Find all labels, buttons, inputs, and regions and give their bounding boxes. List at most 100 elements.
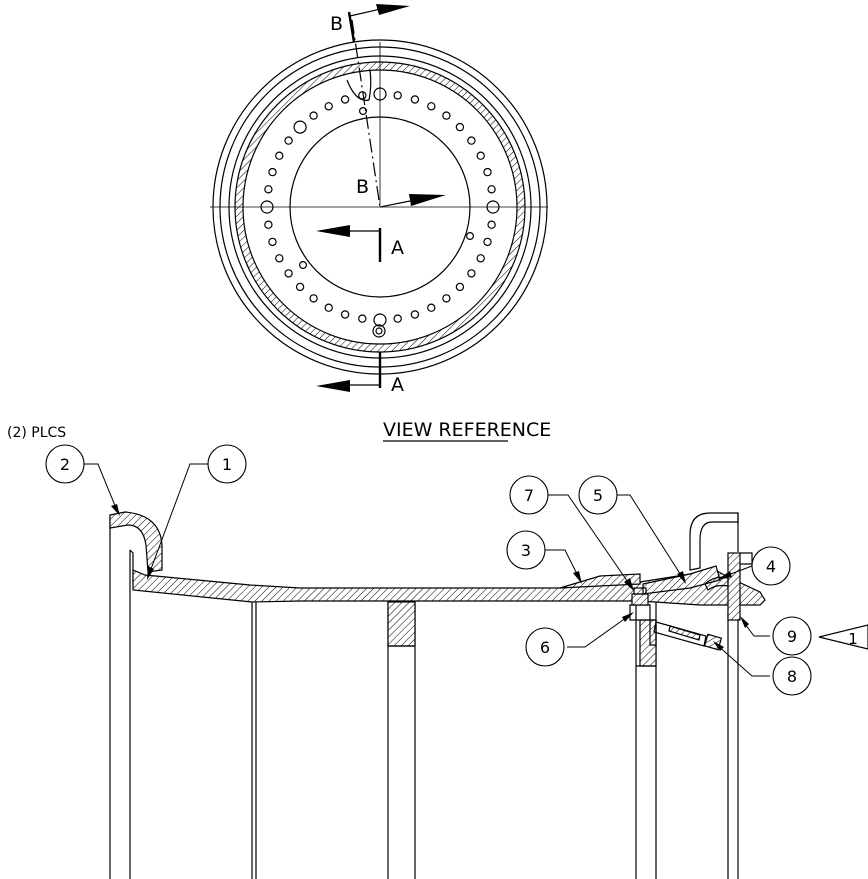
valve-body [629, 604, 657, 646]
leader-1-arrow [147, 566, 154, 580]
bolt-hole [467, 136, 476, 145]
right-rib-block [639, 619, 657, 667]
balloon-2: 2 [45, 444, 85, 484]
balloon-6: 6 [525, 627, 565, 667]
bolt-hole [324, 102, 333, 111]
leader-2-arrow [111, 504, 120, 516]
bolt-hole [358, 91, 367, 100]
note-plcs: (2) PLCS [7, 425, 66, 441]
balloon-8: 8 [772, 656, 812, 696]
section-b-top-arrowhead [376, 4, 410, 15]
bolt-hole [393, 314, 402, 323]
reference-view: B B A A VIEW REFERENCE [210, 4, 551, 442]
balloon-1-label: 1 [222, 455, 232, 474]
balloon-2-circle [45, 444, 85, 484]
balloon-8-label: 8 [787, 667, 797, 686]
balloon-6-label: 6 [540, 638, 550, 657]
seal-piece [559, 573, 641, 589]
valve-hole [375, 327, 383, 335]
center-rib-block [387, 601, 416, 647]
bolt-hole [268, 167, 277, 177]
bolt-hole [410, 95, 420, 104]
balloon-5-circle [578, 475, 618, 515]
balloon-3-circle [506, 530, 546, 570]
flag-note-triangle [818, 624, 868, 650]
leader-7 [548, 494, 633, 589]
bolt-hole [264, 220, 273, 229]
bolt-hole [455, 282, 465, 292]
bolt-hole [295, 282, 305, 292]
bolt-hole [483, 167, 492, 177]
bolt-hole-pattern [260, 87, 500, 338]
balloon-8-circle [772, 656, 812, 696]
lip-detail [704, 576, 729, 591]
section-b-stub [347, 11, 356, 43]
balloon-group: 1 2 3 4 5 6 7 8 [45, 444, 812, 696]
bolt-hole [442, 294, 451, 303]
bolt-hole [442, 111, 451, 120]
cross-section-view: 1 (2) PLCS [7, 425, 868, 879]
balloon-4-label: 4 [766, 557, 776, 576]
balloon-7-label: 7 [524, 486, 534, 505]
section-label-a-upper: A [391, 237, 404, 259]
balloon-1-circle [207, 444, 247, 484]
bolt-hole [373, 313, 387, 327]
balloon-5: 5 [578, 475, 618, 515]
leader-4-arrow [717, 571, 732, 580]
bolt-hole [483, 237, 492, 247]
view-title: VIEW REFERENCE [383, 419, 551, 441]
bolt-hole [309, 294, 318, 303]
bolt-hole [467, 269, 476, 278]
balloon-7-circle [509, 475, 549, 515]
bolt-hole [487, 185, 496, 194]
section-b-center-arrowhead [409, 194, 446, 206]
balloon-2-label: 2 [60, 455, 70, 474]
left-flange [109, 511, 163, 573]
leader-8 [715, 643, 770, 677]
bolt-hole [309, 111, 318, 120]
section-label-b-top: B [330, 13, 343, 35]
bolt-hole [476, 254, 485, 263]
leader-6-arrow [622, 612, 634, 622]
auxiliary-hole [466, 232, 475, 241]
bolt-hole [410, 310, 420, 319]
balloon-4: 4 [751, 546, 791, 586]
auxiliary-hole [359, 106, 368, 115]
balloon-9: 9 [772, 616, 812, 656]
valve-nut [631, 593, 649, 606]
bolt-hole [427, 303, 436, 312]
leader-9-arrow [740, 616, 749, 628]
balloon-7: 7 [509, 475, 549, 515]
section-a-lower-arrowhead [316, 380, 350, 392]
balloon-3-label: 3 [521, 541, 531, 560]
leader-5 [617, 494, 685, 581]
clamp-top [740, 552, 753, 565]
leader-2 [84, 463, 119, 514]
auxiliary-hole [299, 261, 308, 270]
leader-8-arrow [713, 641, 724, 651]
bolt-hole [476, 151, 485, 160]
bolt-hole [340, 310, 350, 319]
section-a-upper-arrowhead [316, 225, 350, 237]
bolt-hole [487, 220, 496, 229]
clamp-block [727, 552, 741, 621]
balloon-4-circle [751, 546, 791, 586]
bolt-hole [268, 237, 277, 247]
leader-6 [567, 614, 631, 648]
leader-1 [147, 463, 208, 578]
bolt-hole [358, 314, 367, 323]
bolt-hole [324, 303, 333, 312]
bolt-hole [455, 122, 465, 132]
bolt-hole [275, 151, 284, 160]
balloon-9-circle [772, 616, 812, 656]
bolt-hole [275, 254, 284, 263]
band-notch [346, 69, 372, 101]
valve-hole [372, 324, 386, 338]
section-label-b-center: B [356, 176, 369, 198]
section-b-center-arrow-shaft [379, 200, 411, 208]
bolt-hole [293, 120, 307, 134]
balloon-3: 3 [506, 530, 546, 570]
leader-3 [545, 549, 581, 581]
balloon-6-circle [525, 627, 565, 667]
